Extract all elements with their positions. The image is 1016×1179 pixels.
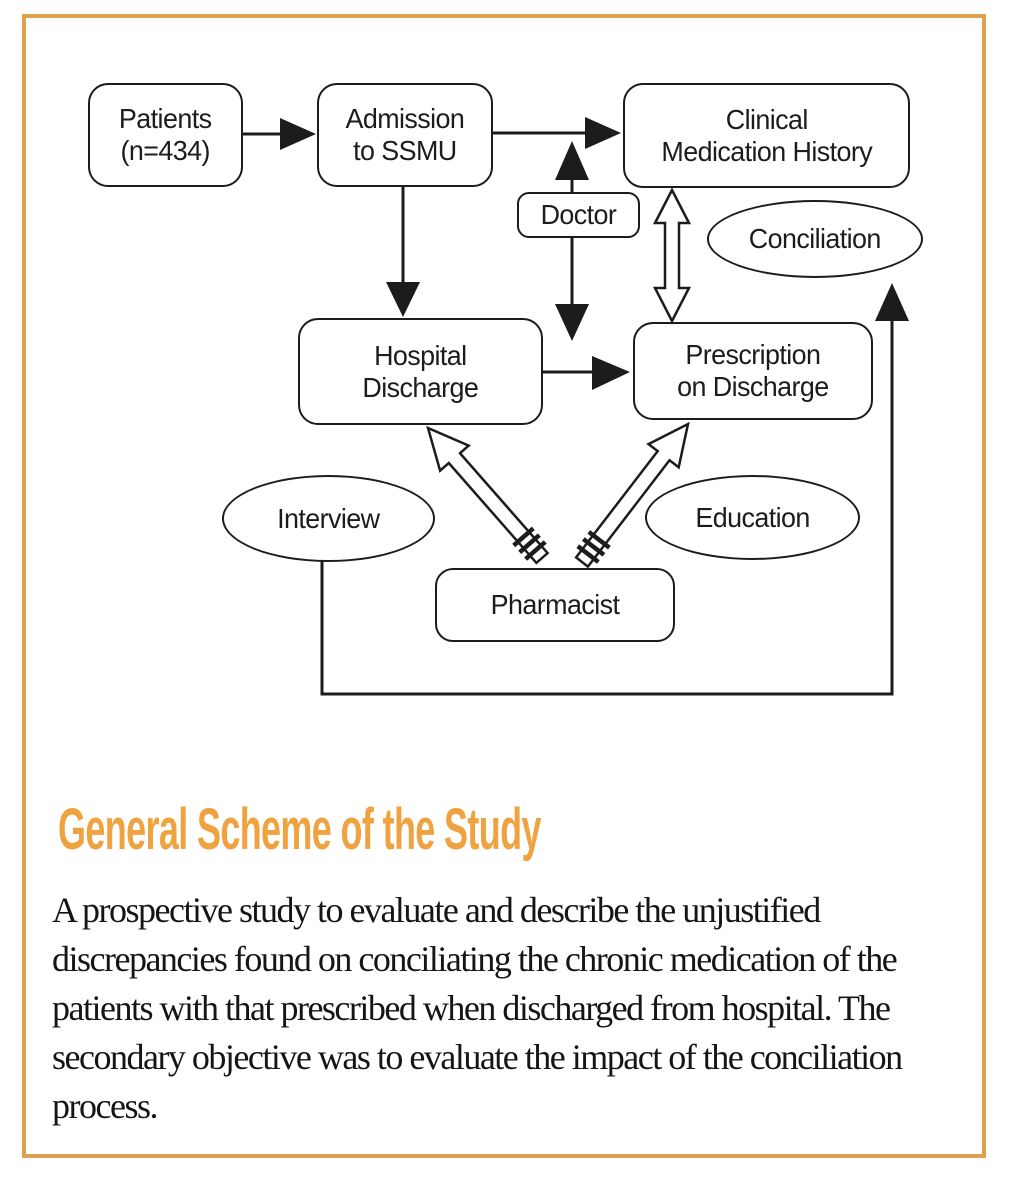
node-patients: Patients (n=434) bbox=[88, 83, 243, 187]
arrow-doctor-up bbox=[555, 141, 589, 192]
arrow-hospital-to-prescription bbox=[543, 356, 630, 390]
arrow-interview-to-conciliation bbox=[320, 283, 909, 696]
node-hospital-label: Hospital Discharge bbox=[362, 339, 479, 403]
node-pharmacist-label: Pharmacist bbox=[490, 589, 620, 620]
node-admission-label: Admission to SSMU bbox=[345, 103, 465, 166]
node-pharmacist: Pharmacist bbox=[435, 568, 675, 642]
node-doctor: Doctor bbox=[517, 192, 640, 238]
node-patients-label: Patients (n=434) bbox=[119, 103, 212, 166]
arrow-patients-to-admission bbox=[240, 118, 316, 150]
arrow-layer bbox=[240, 117, 909, 696]
node-admission: Admission to SSMU bbox=[317, 83, 493, 187]
arrow-doctor-down bbox=[555, 238, 589, 341]
hollow-arrow-pharmacist-to-hospital bbox=[426, 425, 550, 565]
figure-title: General Scheme of the Study bbox=[58, 797, 541, 862]
ellipse-education: Education bbox=[645, 475, 860, 560]
double-arrow-clinical-prescription bbox=[652, 187, 692, 324]
node-prescription-label: Prescription on Discharge bbox=[677, 339, 829, 402]
figure-caption-text: A prospective study to evaluate and desc… bbox=[52, 890, 903, 1126]
ellipse-conciliation-label: Conciliation bbox=[748, 223, 882, 254]
hollow-arrow-pharmacist-to-prescription bbox=[574, 421, 690, 569]
arrow-admission-to-hospital bbox=[386, 187, 420, 317]
ellipse-interview: Interview bbox=[222, 475, 435, 562]
ellipse-conciliation: Conciliation bbox=[707, 200, 923, 278]
ellipse-education-label: Education bbox=[695, 501, 810, 533]
ellipse-interview-label: Interview bbox=[277, 502, 380, 534]
node-doctor-label: Doctor bbox=[540, 199, 617, 230]
study-flow-diagram: Patients (n=434) Admission to SSMU Clini… bbox=[88, 83, 923, 696]
arrow-admission-to-clinical bbox=[493, 117, 621, 149]
node-hospital-discharge: Hospital Discharge bbox=[298, 318, 543, 425]
node-clinical-medication-history: Clinical Medication History bbox=[623, 83, 910, 188]
node-clinical-label: Clinical Medication History bbox=[661, 103, 872, 167]
node-prescription-on-discharge: Prescription on Discharge bbox=[633, 322, 873, 420]
